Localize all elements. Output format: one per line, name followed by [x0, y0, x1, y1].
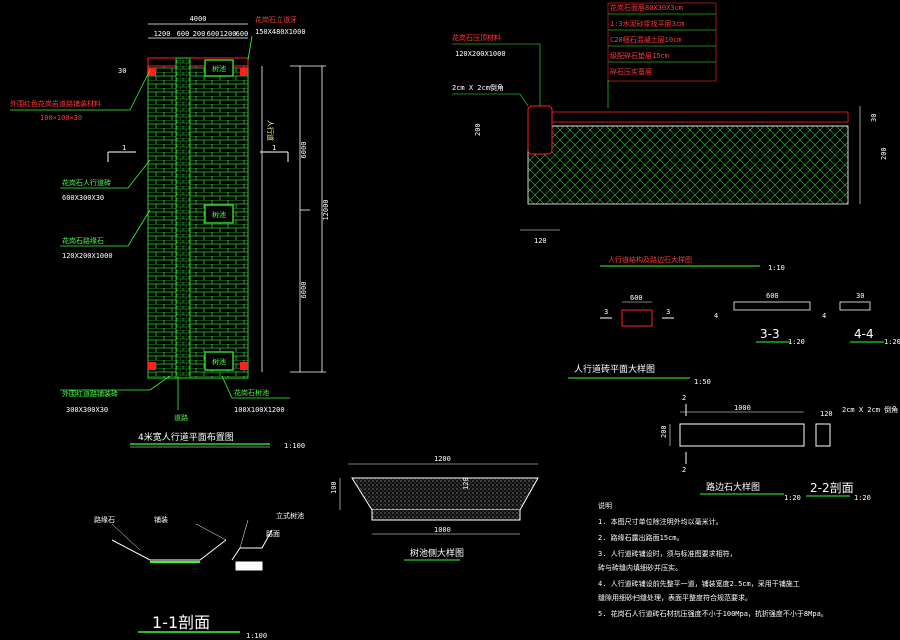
- svg-text:120X200X1000: 120X200X1000: [455, 50, 506, 58]
- svg-text:级配碎石垫层15cm: 级配碎石垫层15cm: [610, 51, 669, 60]
- svg-text:30: 30: [856, 292, 864, 300]
- svg-text:花岗石路缘石: 花岗石路缘石: [62, 236, 104, 245]
- svg-text:树池: 树池: [212, 357, 226, 366]
- svg-text:C20细石混凝土层10cm: C20细石混凝土层10cm: [610, 35, 682, 44]
- svg-text:2: 2: [682, 466, 686, 474]
- svg-text:120X200X1000: 120X200X1000: [62, 252, 113, 260]
- svg-text:600: 600: [766, 292, 779, 300]
- svg-text:1:20: 1:20: [788, 338, 805, 346]
- svg-text:600: 600: [630, 294, 643, 302]
- svg-text:100: 100: [330, 481, 338, 494]
- svg-text:1:10: 1:10: [768, 264, 785, 272]
- svg-text:立式树池: 立式树池: [276, 511, 304, 520]
- svg-text:1200: 1200: [220, 30, 237, 38]
- svg-text:600X300X30: 600X300X30: [62, 194, 104, 202]
- svg-text:1000: 1000: [734, 404, 751, 412]
- svg-text:4-4: 4-4: [854, 327, 874, 341]
- svg-text:人行道结构及路边石大样图: 人行道结构及路边石大样图: [608, 255, 692, 264]
- svg-text:砖与砖缝内填细砂并压实。: 砖与砖缝内填细砂并压实。: [598, 563, 682, 572]
- svg-text:600: 600: [236, 30, 249, 38]
- svg-text:2: 2: [682, 394, 686, 402]
- svg-text:300X300X30: 300X300X30: [66, 406, 108, 414]
- svg-text:150X480X1000: 150X480X1000: [255, 28, 306, 36]
- svg-text:600: 600: [177, 30, 190, 38]
- svg-text:30: 30: [870, 114, 878, 122]
- svg-text:5. 花岗石人行道砖石材抗压强度不小于100Mpa，抗折强度: 5. 花岗石人行道砖石材抗压强度不小于100Mpa，抗折强度不小于8Mpa。: [598, 609, 828, 618]
- svg-text:30: 30: [118, 67, 126, 75]
- svg-text:1. 本图尺寸单位除注明外均以毫米计。: 1. 本图尺寸单位除注明外均以毫米计。: [598, 517, 723, 526]
- svg-text:6000: 6000: [300, 142, 308, 159]
- curb-stone-detail: 人行道砖平面大样图 1:50 1000 200 2 2 120 2cm X 2c…: [568, 363, 898, 502]
- svg-text:2. 路缘石露出路面15cm。: 2. 路缘石露出路面15cm。: [598, 533, 684, 542]
- svg-text:4: 4: [714, 312, 718, 320]
- svg-text:1200: 1200: [154, 30, 171, 38]
- curb-section: 花岗石面层80X30X3cm 1:3水泥砂浆找平层3cm C20细石混凝土层10…: [452, 2, 888, 245]
- svg-text:人行道砖平面大样图: 人行道砖平面大样图: [574, 363, 655, 375]
- svg-text:600: 600: [207, 30, 220, 38]
- svg-text:1:100: 1:100: [246, 632, 267, 640]
- svg-text:外围红色花岗岩道路铺装材料: 外围红色花岗岩道路铺装材料: [10, 99, 101, 108]
- svg-text:碎石压实基层: 碎石压实基层: [610, 67, 652, 76]
- svg-text:花岗石压顶材料: 花岗石压顶材料: [452, 33, 501, 42]
- svg-text:2cm X 2cm倒角: 2cm X 2cm倒角: [452, 83, 504, 92]
- svg-text:树池侧大样图: 树池侧大样图: [410, 547, 464, 559]
- svg-text:人行道: 人行道: [266, 120, 275, 141]
- svg-text:1:20: 1:20: [854, 494, 871, 502]
- svg-text:6000: 6000: [300, 282, 308, 299]
- dims-top: 1200 600 200 600 1200 600: [154, 30, 249, 38]
- svg-text:3. 人行道砖铺设时，须与标准图要求相符，: 3. 人行道砖铺设时，须与标准图要求相符，: [598, 549, 737, 558]
- svg-text:花岗石立道牙: 花岗石立道牙: [255, 15, 297, 24]
- svg-text:铺装: 铺装: [154, 515, 168, 524]
- svg-text:说明: 说明: [598, 501, 612, 510]
- svg-text:200: 200: [660, 425, 668, 438]
- svg-text:树池: 树池: [212, 210, 226, 219]
- svg-text:1: 1: [272, 144, 276, 152]
- svg-text:路面: 路面: [266, 529, 280, 538]
- svg-text:100X100X1200: 100X100X1200: [234, 406, 285, 414]
- svg-text:1:3水泥砂浆找平层3cm: 1:3水泥砂浆找平层3cm: [610, 19, 684, 28]
- tree-pit-label: 树池: [212, 64, 226, 73]
- svg-text:外围红道路铺装砖: 外围红道路铺装砖: [62, 389, 118, 398]
- svg-text:200: 200: [880, 147, 888, 160]
- svg-text:1:20: 1:20: [884, 338, 900, 346]
- svg-text:1-1剖面: 1-1剖面: [152, 613, 210, 632]
- svg-text:1200: 1200: [434, 455, 451, 463]
- svg-text:2cm X 2cm 倒角: 2cm X 2cm 倒角: [842, 405, 898, 414]
- svg-text:花岗石树池: 花岗石树池: [234, 388, 269, 397]
- svg-text:4. 人行道砖铺设前先整平一道，铺装宽度2.5cm，采用干铺: 4. 人行道砖铺设前先整平一道，铺装宽度2.5cm，采用干铺施工: [598, 579, 800, 588]
- svg-text:3: 3: [604, 308, 608, 316]
- svg-text:4: 4: [822, 312, 826, 320]
- tree-pit-detail: 1200 100 120 1000 树池侧大样图: [330, 455, 539, 561]
- svg-text:道路: 道路: [174, 413, 188, 422]
- svg-text:1:20: 1:20: [784, 494, 801, 502]
- svg-text:2-2剖面: 2-2剖面: [810, 481, 854, 495]
- dim-total: 4000: [190, 15, 207, 23]
- details-33-44: 人行道结构及路边石大样图 1:10 600 3 3 600 4 4 30 3-3…: [600, 255, 900, 346]
- plan-view: 4000 1200 600 200 600 1200 600 树池 树池 树池: [10, 15, 330, 450]
- notes: 说明 1. 本图尺寸单位除注明外均以毫米计。 2. 路缘石露出路面15cm。 3…: [598, 501, 828, 618]
- svg-text:200: 200: [193, 30, 206, 38]
- svg-text:花岗石面层80X30X3cm: 花岗石面层80X30X3cm: [610, 3, 683, 12]
- svg-text:120: 120: [820, 410, 833, 418]
- section-11: 路缘石 铺装 立式树池 路面 1-1剖面 1:100: [94, 511, 304, 640]
- svg-text:花岗石人行道砖: 花岗石人行道砖: [62, 178, 111, 187]
- svg-text:1000: 1000: [434, 526, 451, 534]
- svg-text:3: 3: [666, 308, 670, 316]
- svg-text:3-3: 3-3: [760, 327, 780, 341]
- plan-title: 4米宽人行道平面布置图: [138, 431, 234, 443]
- svg-text:1:50: 1:50: [694, 378, 711, 386]
- svg-text:缝隙用细砂扫缝处理，表面平整度符合规范要求。: 缝隙用细砂扫缝处理，表面平整度符合规范要求。: [598, 593, 752, 602]
- svg-text:120: 120: [534, 237, 547, 245]
- svg-text:1:100: 1:100: [284, 442, 305, 450]
- svg-text:120: 120: [462, 477, 470, 490]
- svg-text:路边石大样图: 路边石大样图: [706, 481, 760, 493]
- svg-text:路缘石: 路缘石: [94, 515, 115, 524]
- svg-text:1: 1: [122, 144, 126, 152]
- svg-text:200: 200: [474, 123, 482, 136]
- svg-text:100×100×30: 100×100×30: [40, 114, 82, 122]
- svg-text:12000: 12000: [322, 199, 330, 220]
